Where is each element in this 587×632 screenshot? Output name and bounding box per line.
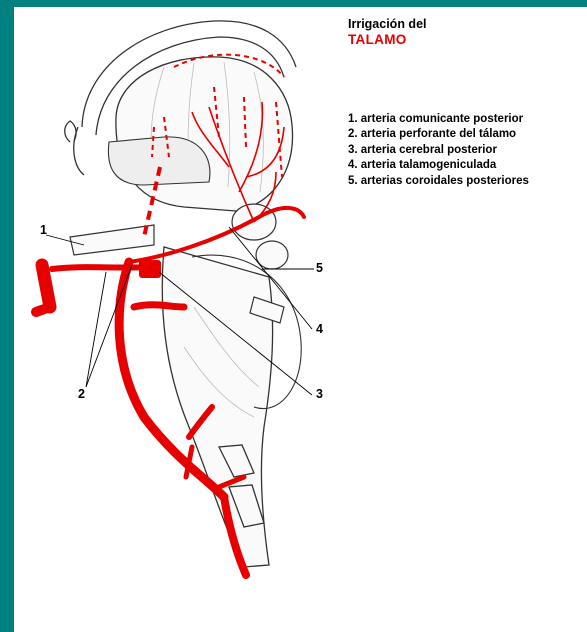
title-line-2: TALAMO [348, 32, 427, 47]
legend-item-2: 2. arteria perforante del tálamo [348, 127, 529, 142]
callout-1: 1 [40, 223, 47, 237]
stippled-nucleus [108, 137, 210, 185]
legend-item-4: 4. arteria talamogeniculada [348, 158, 529, 173]
optic-tract [70, 225, 154, 255]
callout-2: 2 [78, 387, 85, 401]
callout-3: 3 [316, 387, 323, 401]
artery-origin [139, 260, 161, 278]
legend-item-5: 5. arterias coroidales posteriores [348, 174, 529, 189]
diagram-panel: Irrigación del TALAMO 1. arteria comunic… [14, 7, 587, 632]
legend-item-3: 3. arteria cerebral posterior [348, 143, 529, 158]
callout-4: 4 [316, 322, 323, 336]
thalamus-illustration [14, 7, 354, 607]
brainstem [162, 247, 272, 567]
legend: 1. arteria comunicante posterior 2. arte… [348, 112, 529, 189]
title-line-1: Irrigación del [348, 17, 427, 32]
callout-5: 5 [316, 261, 323, 275]
title: Irrigación del TALAMO [348, 17, 427, 47]
legend-item-1: 1. arteria comunicante posterior [348, 112, 529, 127]
